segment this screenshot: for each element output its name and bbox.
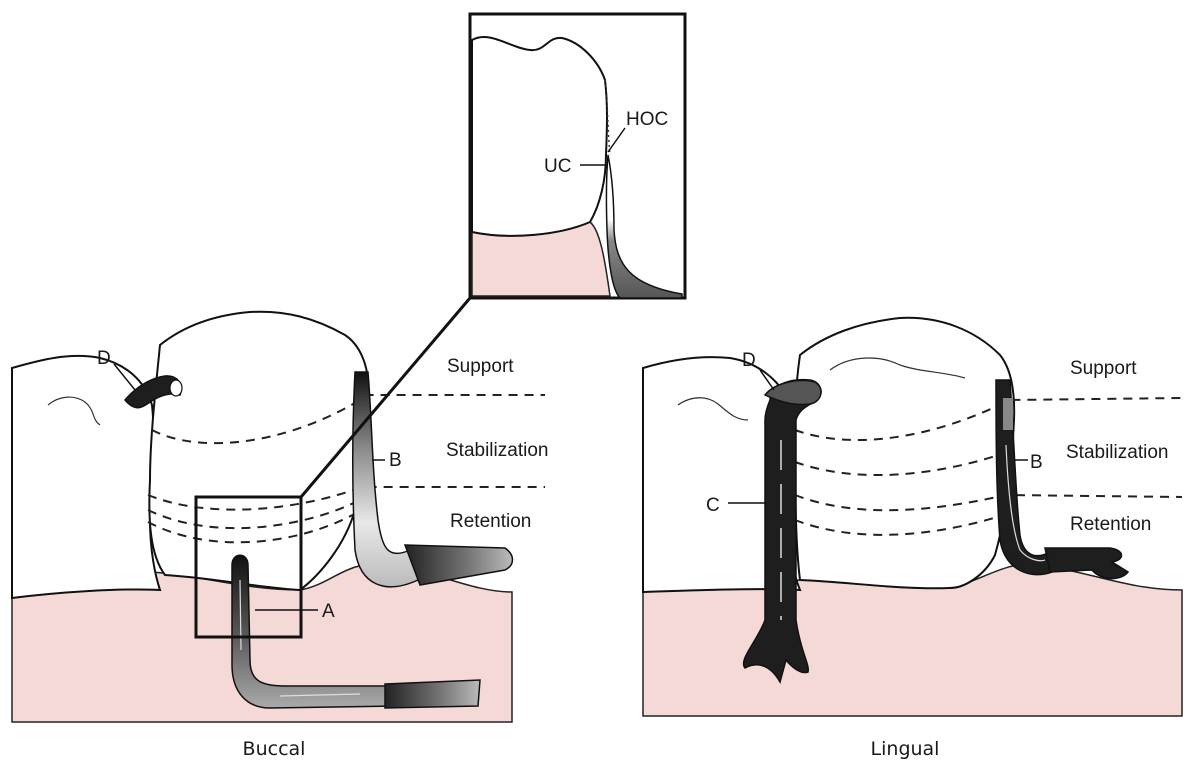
buccal-clasp-b-connector <box>405 545 513 585</box>
buccal-caption: Buccal <box>243 738 306 760</box>
inset-tooth <box>472 37 607 236</box>
buccal-abutment-tooth <box>149 312 368 590</box>
inset-panel: HOC UC <box>470 14 685 298</box>
buccal-zone-retention: Retention <box>450 511 531 532</box>
buccal-panel: D B A Support Stabilization Retention Bu… <box>12 298 548 760</box>
buccal-label-a: A <box>322 601 335 622</box>
lingual-abutment-tooth <box>795 318 1014 589</box>
buccal-zone-stabilization: Stabilization <box>446 440 548 461</box>
buccal-bar-clasp-a-tail <box>385 680 480 708</box>
inset-label-uc: UC <box>544 156 571 177</box>
lingual-caption: Lingual <box>871 738 940 760</box>
lingual-panel: D C B Support Stabilization Retention Li… <box>643 318 1182 760</box>
inset-label-hoc: HOC <box>626 109 668 130</box>
lingual-zone-support: Support <box>1070 358 1137 379</box>
lingual-label-c: C <box>706 495 720 516</box>
buccal-label-d: D <box>97 348 111 369</box>
lingual-label-d: D <box>742 350 756 371</box>
lingual-zone-stabilization: Stabilization <box>1066 442 1168 463</box>
lingual-zone-retention: Retention <box>1070 514 1151 535</box>
buccal-rest-d-tip <box>170 380 182 396</box>
lingual-label-b: B <box>1030 452 1043 473</box>
buccal-zone-support: Support <box>447 356 514 377</box>
lingual-clasp-b-band <box>1003 398 1013 430</box>
buccal-label-b: B <box>389 450 402 471</box>
